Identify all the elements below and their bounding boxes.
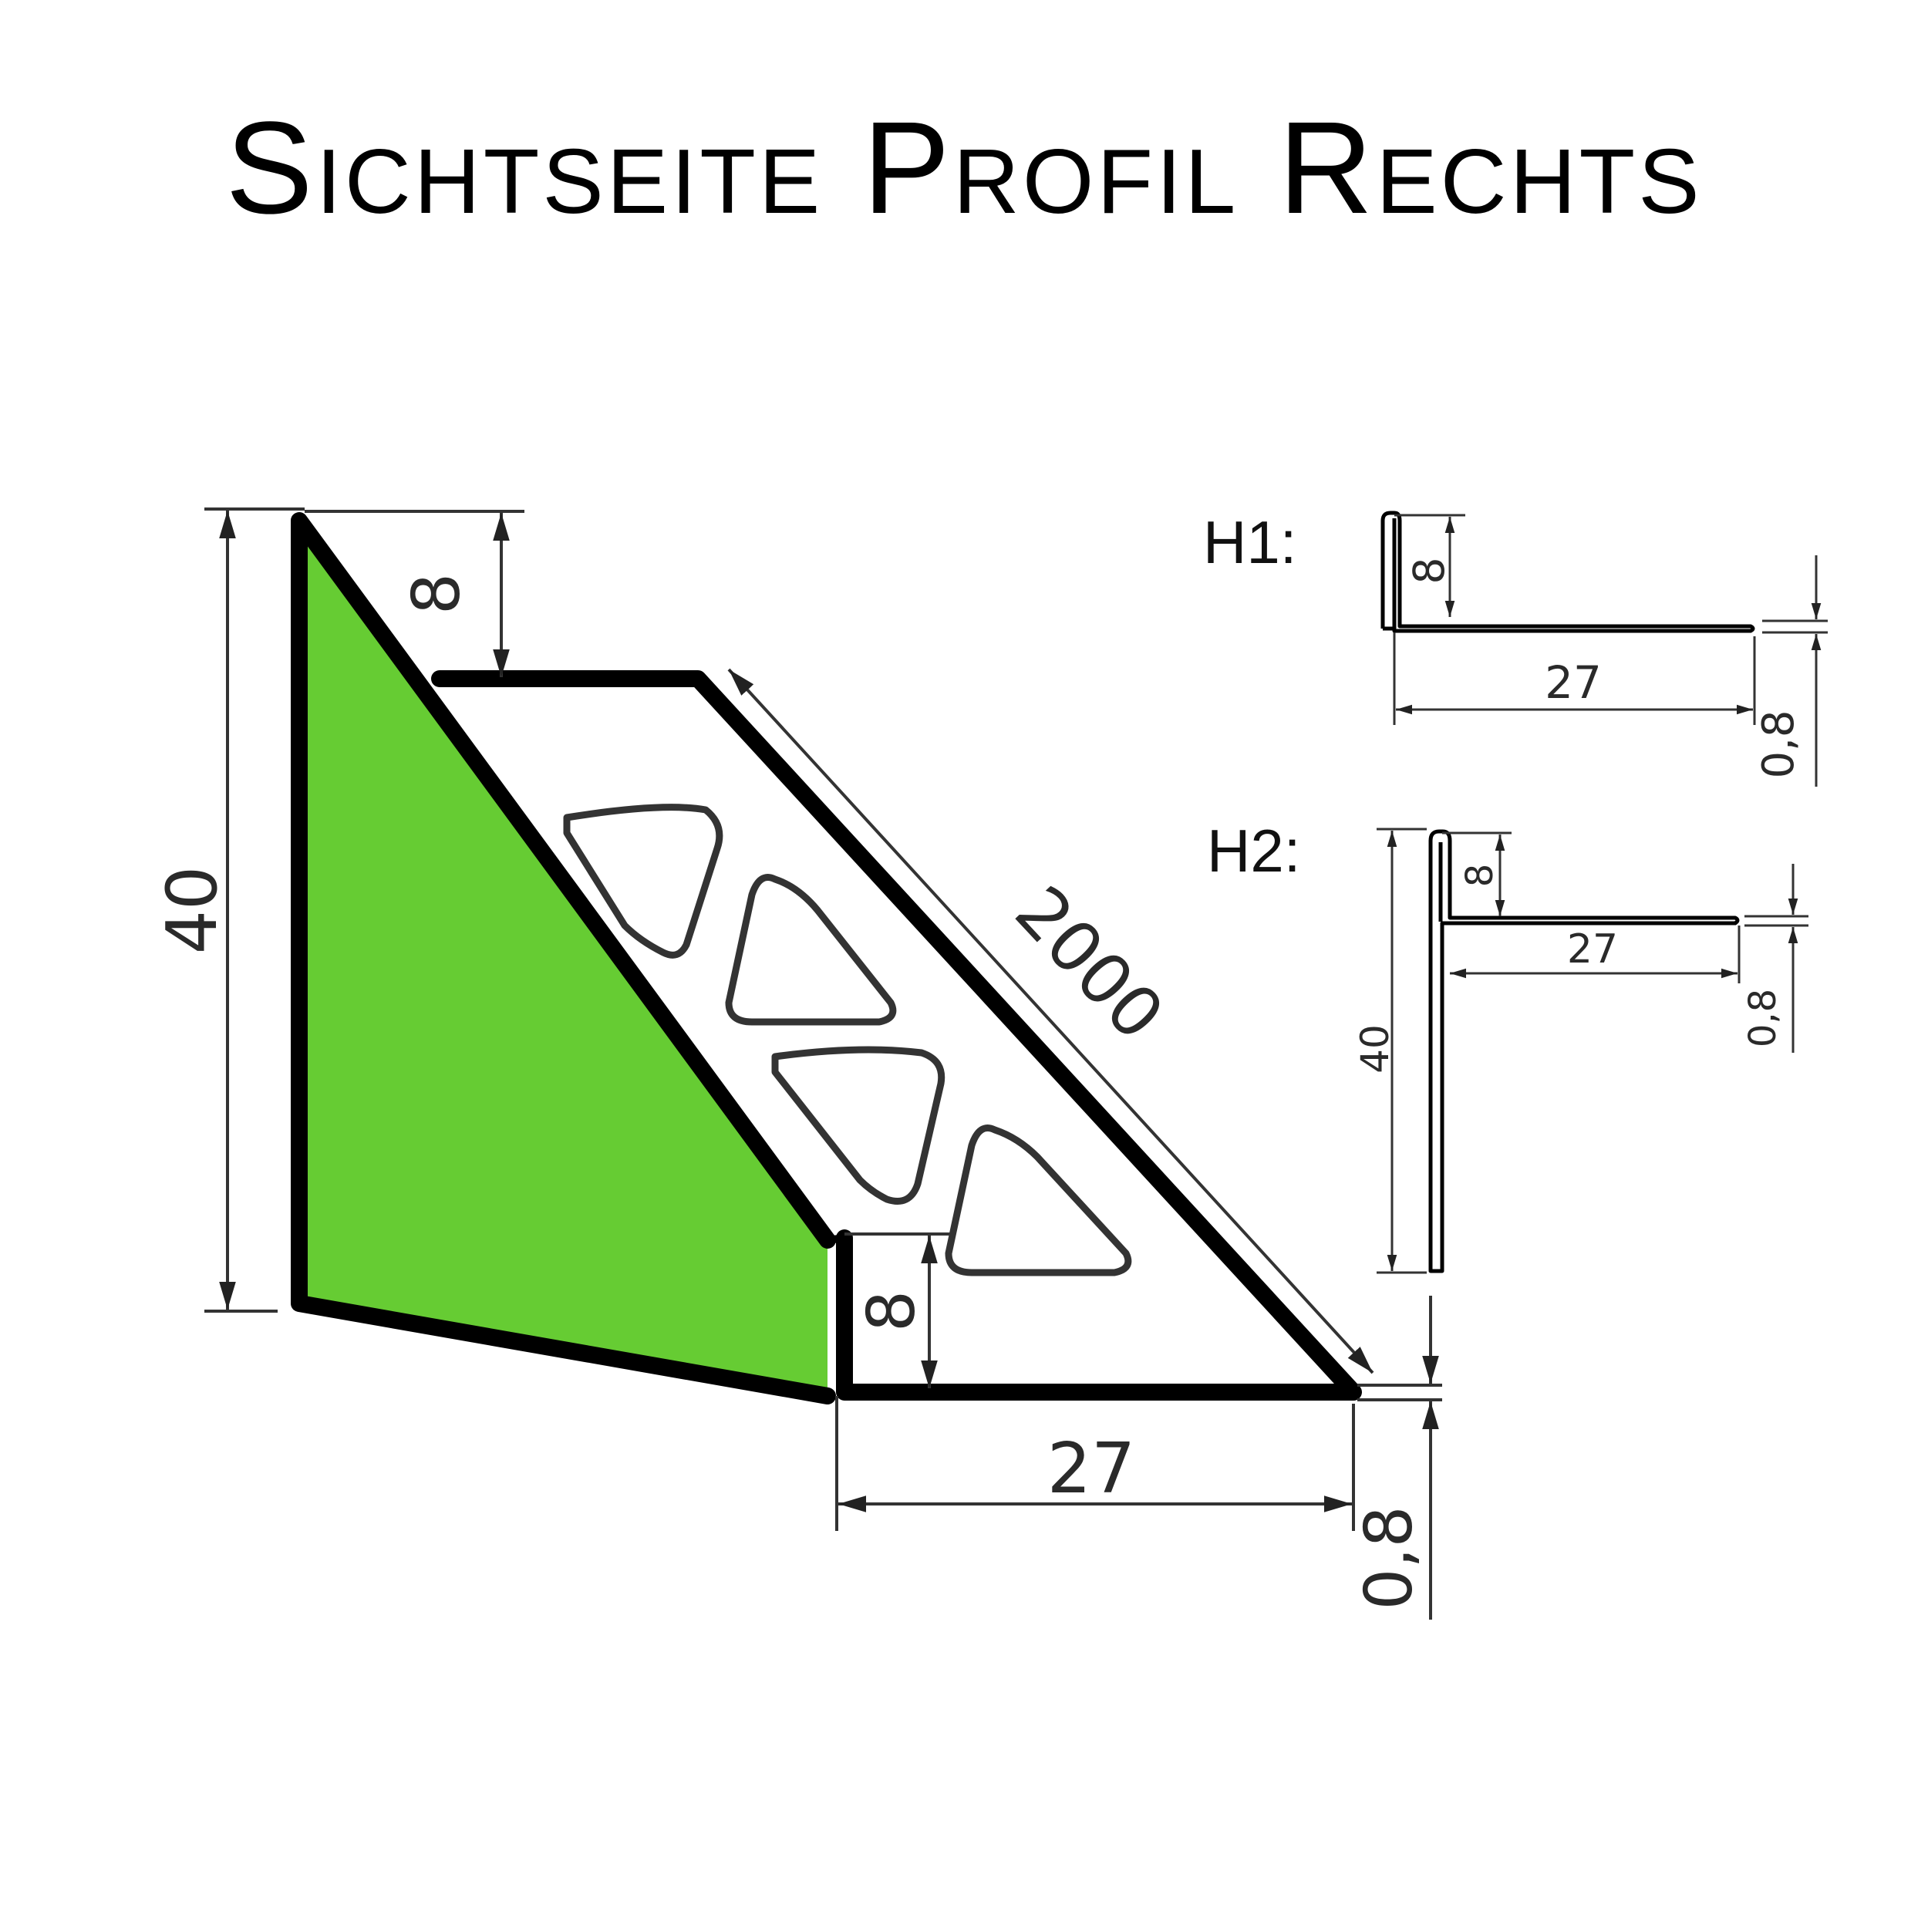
perforation-hole (945, 1124, 1132, 1276)
h1-thickness-label: 0,8 (1754, 710, 1804, 778)
h2-profile-shape (1428, 829, 1740, 1273)
h1-height-label: 8 (1404, 558, 1454, 585)
h1-width-label: 27 (1545, 656, 1602, 709)
h2-label: H2: (1207, 817, 1300, 885)
dim-height-label: 40 (152, 866, 233, 955)
dim-width-27 (835, 1396, 1355, 1531)
h1-dim-width (1393, 632, 1756, 725)
dim-thickness (1357, 1296, 1442, 1620)
profile-face-outline (291, 512, 836, 1404)
h2-thickness-label: 0,8 (1741, 989, 1785, 1047)
perforation-hole (563, 804, 723, 959)
h1-dim-height (1394, 514, 1465, 617)
dim-thickness-label: 0,8 (1351, 1505, 1427, 1610)
h2-dim-width (1450, 926, 1741, 983)
dim-length-line (727, 668, 1374, 1374)
h2-dim-thickness (1744, 864, 1808, 1053)
perforation-hole (771, 1046, 945, 1205)
dim-top-step (305, 510, 524, 677)
h2-dim-height (1377, 828, 1427, 1274)
perforation-hole (725, 874, 897, 1026)
dim-inner-step-label: 8 (854, 1290, 930, 1332)
h1-dim-thickness (1762, 555, 1828, 787)
main-profile-view: 40 8 2000 8 27 (152, 507, 1442, 1620)
dim-width-label: 27 (1047, 1428, 1136, 1509)
page-title: Sichtseite Profil Rechts (225, 95, 1703, 241)
h2-dim-top-step (1442, 831, 1512, 916)
h2-section-view: H2: 8 27 0,8 4 (1207, 817, 1808, 1274)
profile-green-face (299, 521, 827, 1396)
profile-inner-fold (827, 1234, 845, 1244)
h2-top-step-label: 8 (1458, 864, 1502, 888)
h2-height-label: 40 (1353, 1024, 1397, 1074)
dim-inner-step (844, 1232, 952, 1388)
h1-label: H1: (1203, 508, 1296, 576)
h1-section-view: H1: 8 27 0,8 (1203, 508, 1828, 787)
dim-height-40 (204, 507, 305, 1313)
dim-top-step-label: 8 (399, 573, 475, 615)
h2-width-label: 27 (1567, 926, 1618, 973)
